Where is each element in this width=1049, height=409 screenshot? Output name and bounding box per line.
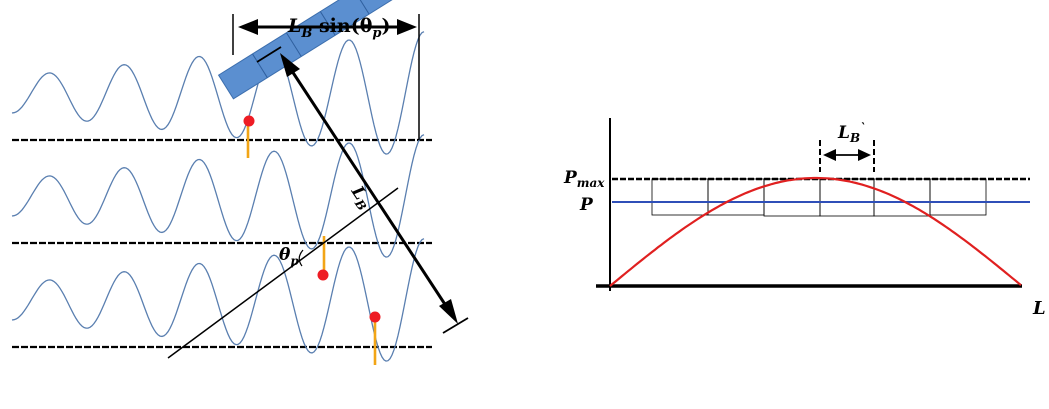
segment-boxes [651, 178, 987, 217]
projection-bracket [232, 14, 420, 140]
projection-label: LB sin(θp) [287, 15, 390, 41]
segment-label: LB` [837, 121, 866, 145]
pmax-label: Pmax [563, 168, 605, 190]
grating-bar [217, 0, 506, 100]
projection-arrow [238, 19, 417, 35]
marker-dot-3 [369, 311, 381, 323]
wave-1 [11, 31, 425, 155]
right-panel: L Pmax P LB` [563, 118, 1046, 319]
length-arrow [256, 46, 469, 334]
waves [11, 31, 425, 362]
left-panel: LB sin(θp) LB θp [11, 0, 506, 365]
angle-label: θp [279, 245, 299, 268]
marker-dot-2 [317, 269, 329, 281]
segment-marker [819, 140, 875, 172]
marker-dot-1 [243, 115, 255, 127]
sample-markers [243, 115, 381, 365]
power-curve [609, 176, 1022, 287]
grating-cells [252, 0, 370, 78]
segment-box [929, 178, 987, 216]
baselines [12, 138, 432, 349]
segment-box [651, 178, 709, 216]
wave-3 [11, 238, 425, 362]
wave-2 [11, 134, 425, 258]
segment-box [819, 178, 875, 217]
incidence-line [167, 187, 399, 359]
x-axis-label: L [1032, 298, 1046, 319]
p-label: P [579, 195, 594, 215]
angle-arc [298, 249, 304, 267]
